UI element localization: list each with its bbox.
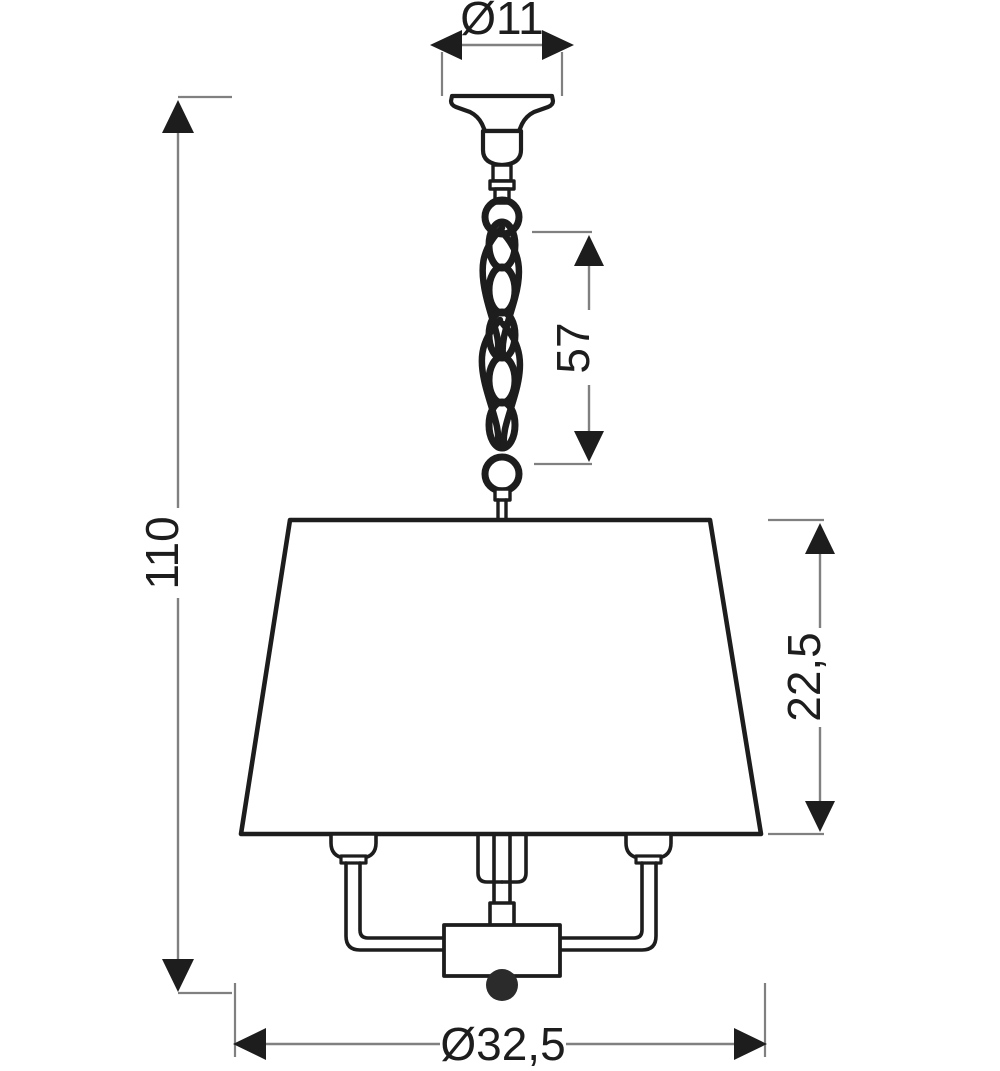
center-body-block [442, 923, 562, 978]
arrowhead-bottom [162, 959, 194, 992]
canopy-flare [448, 93, 556, 134]
chain-twist-right-2 [499, 320, 524, 452]
socket-arm-right-inner [551, 861, 644, 940]
dimension-label-chain-length: 57 [547, 322, 599, 373]
canopy-stem [491, 163, 513, 183]
chain-twist-left [479, 224, 506, 356]
chain-twist-right [498, 228, 523, 360]
arrowhead-left [430, 30, 462, 60]
center-stem-left [476, 832, 504, 884]
suspension-chain [478, 218, 524, 452]
arrowhead-top [162, 100, 194, 133]
arrowhead-right [542, 30, 574, 60]
arrowhead-top [574, 235, 604, 266]
chain-twist-left-2 [478, 316, 504, 450]
chain-end-collar [493, 487, 512, 502]
dimension-label-canopy-diameter: Ø11 [460, 0, 544, 44]
socket-arm-left-inner [358, 861, 451, 940]
dimension-label-total-height: 110 [136, 516, 188, 589]
socket-arm-left-outer [344, 861, 451, 952]
arrowhead-bottom [805, 801, 835, 832]
chain-link [485, 353, 519, 407]
socket-arm-right-outer [551, 861, 658, 952]
dimension-shade-diameter: Ø32,5 [233, 983, 767, 1070]
lamp-assembly [238, 93, 764, 1001]
ceiling-canopy [448, 93, 556, 205]
chain-bottom-ring [481, 453, 523, 523]
arrowhead-top [805, 523, 835, 554]
dimension-label-shade-height: 22,5 [778, 632, 830, 722]
arrowhead-bottom [574, 431, 604, 462]
socket-collar-left [339, 854, 368, 865]
canopy-bowl [480, 128, 524, 168]
arrowhead-left [233, 1028, 266, 1060]
dimension-total-height: 110 [136, 95, 232, 995]
dimension-shade-height: 22,5 [768, 518, 835, 836]
bottom-finial [486, 969, 518, 1001]
dimension-canopy-diameter: Ø11 [430, 0, 574, 96]
center-stem-right [500, 832, 528, 884]
arrowhead-right [734, 1028, 767, 1060]
socket-collar-right [634, 854, 663, 865]
chain-ring-lower [481, 453, 523, 495]
dimension-chain-length: 57 [532, 230, 604, 466]
internal-frame [329, 832, 673, 1001]
dimension-label-shade-diameter: Ø32,5 [440, 1018, 565, 1070]
lamp-shade [238, 517, 764, 837]
